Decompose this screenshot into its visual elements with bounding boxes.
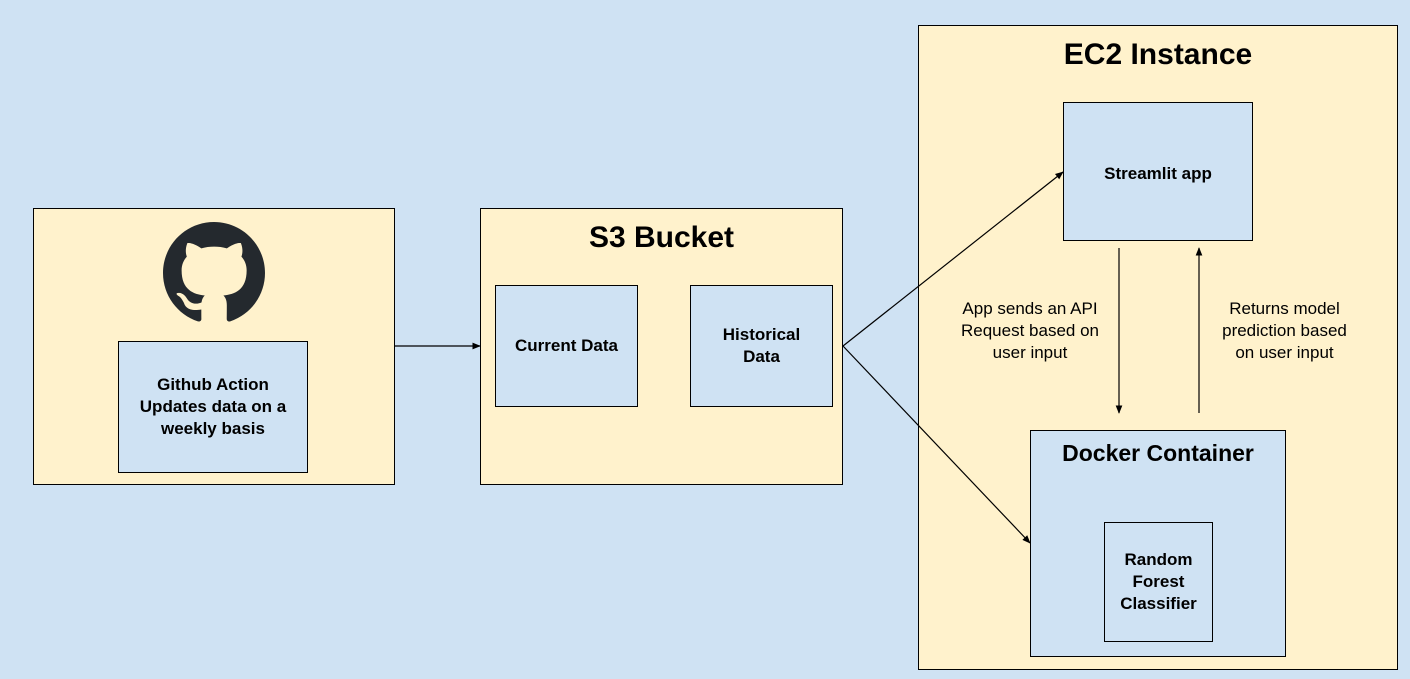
prediction-return-note: Returns model prediction based on user i…	[1222, 299, 1347, 362]
github-icon	[163, 222, 265, 322]
historical-data-label: Historical Data	[722, 325, 801, 366]
api-request-note: App sends an API Request based on user i…	[961, 299, 1099, 362]
historical-data-node: Historical Data	[690, 285, 833, 407]
github-action-label: Github Action Updates data on a weekly b…	[139, 375, 287, 438]
docker-container-title: Docker Container	[1062, 440, 1254, 466]
current-data-label: Current Data	[515, 336, 618, 355]
random-forest-node: Random Forest Classifier	[1104, 522, 1213, 642]
ec2-instance-title: EC2 Instance	[1063, 38, 1253, 71]
streamlit-app-label: Streamlit app	[1104, 164, 1212, 183]
current-data-node: Current Data	[495, 285, 638, 407]
streamlit-app-node: Streamlit app	[1063, 102, 1253, 241]
github-action-node: Github Action Updates data on a weekly b…	[118, 341, 308, 473]
random-forest-label: Random Forest Classifier	[1120, 550, 1197, 613]
s3-bucket-title: S3 Bucket	[588, 221, 735, 254]
